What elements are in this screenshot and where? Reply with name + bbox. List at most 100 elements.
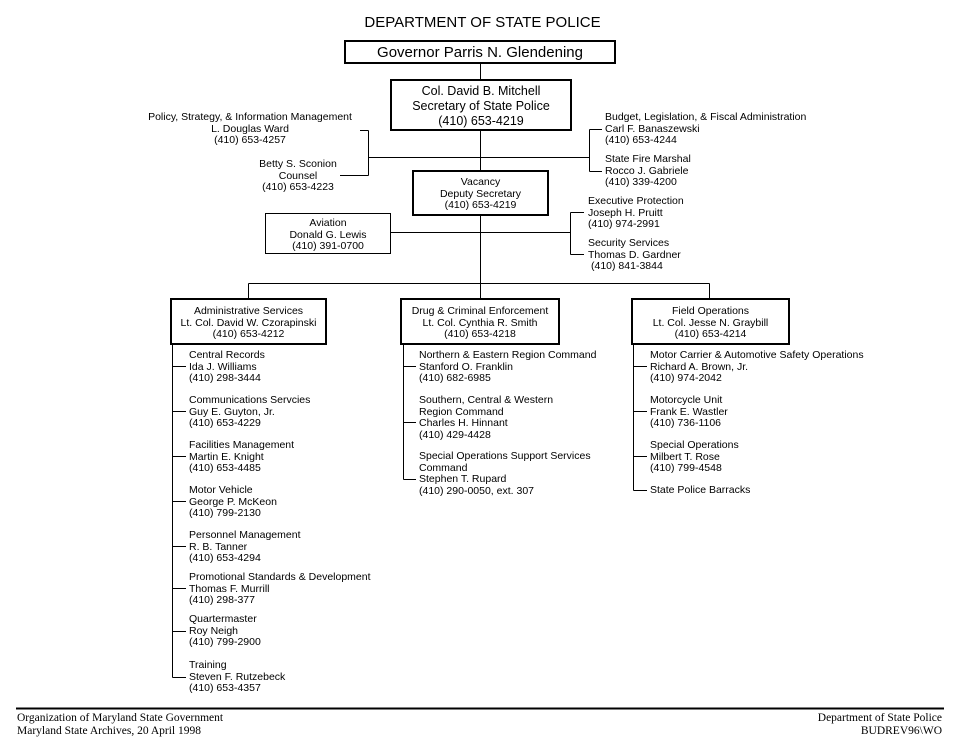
unit-name: Steven F. Rutzebeck <box>189 670 286 683</box>
security-title: Security Services <box>588 237 670 249</box>
drug-division-box: Drug & Criminal Enforcement Lt. Col. Cyn… <box>400 298 560 345</box>
footer-left: Organization of Maryland State Governmen… <box>17 712 223 738</box>
unit-name: Thomas F. Murrill <box>189 582 270 595</box>
page-title: DEPARTMENT OF STATE POLICE <box>364 14 601 31</box>
list-item: Promotional Standards & Development Thom… <box>189 571 371 607</box>
list-item: Training Steven F. Rutzebeck (410) 653-4… <box>189 659 286 695</box>
unit-phone: (410) 799-4548 <box>650 462 722 474</box>
unit-name: Charles H. Hinnant <box>419 417 508 429</box>
exec-protection-unit: Executive Protection Joseph H. Pruitt (4… <box>588 195 684 231</box>
unit-phone: (410) 974-2042 <box>650 372 722 384</box>
field-division-box: Field Operations Lt. Col. Jesse N. Grayb… <box>631 298 790 345</box>
list-item: Central Records Ida J. Williams (410) 29… <box>189 349 265 385</box>
unit-title: State Police Barracks <box>650 484 751 496</box>
counsel-unit: Betty S. Sconion Counsel (410) 653-4223 <box>240 158 356 194</box>
unit-phone: (410) 653-4294 <box>189 552 261 564</box>
unit-title-cont: Command <box>419 461 468 474</box>
budget-phone: (410) 653-4244 <box>605 134 677 146</box>
aviation-box: Aviation Donald G. Lewis (410) 391-0700 <box>265 213 391 254</box>
unit-title: Special Operations <box>650 439 739 451</box>
aviation-name: Donald G. Lewis <box>289 228 367 241</box>
unit-title: Communications Servcies <box>189 394 311 406</box>
list-item: Communications Servcies Guy E. Guyton, J… <box>189 394 311 430</box>
unit-name: Ida J. Williams <box>189 360 257 373</box>
deputy-box: Vacancy Deputy Secretary (410) 653-4219 <box>412 170 549 216</box>
unit-name: Guy E. Guyton, Jr. <box>189 405 275 418</box>
list-item: Motor Vehicle George P. McKeon (410) 799… <box>189 484 277 520</box>
unit-title: Motorcycle Unit <box>650 394 723 406</box>
unit-title: Facilities Management <box>189 439 295 451</box>
list-item: Southern, Central & Western Region Comma… <box>419 394 554 441</box>
secretary-box: Col. David B. Mitchell Secretary of Stat… <box>390 79 572 131</box>
admin-title: Administrative Services <box>193 305 304 317</box>
unit-title: Quartermaster <box>189 613 257 625</box>
list-item: Motor Carrier & Automotive Safety Operat… <box>650 349 864 385</box>
field-title: Field Operations <box>671 305 750 317</box>
unit-name: Martin E. Knight <box>189 450 264 463</box>
policy-phone: (410) 653-4257 <box>214 134 286 146</box>
unit-phone: (410) 298-3444 <box>189 372 261 384</box>
unit-phone: (410) 653-4229 <box>189 417 261 429</box>
footer-archive: Maryland State Archives, 20 April 1998 <box>17 725 201 737</box>
list-item: Special Operations Support Services Comm… <box>419 450 591 497</box>
policy-title: Policy, Strategy, & Information Manageme… <box>148 111 352 123</box>
admin-name: Lt. Col. David W. Czorapinski <box>180 316 317 329</box>
unit-name: Roy Neigh <box>189 624 239 637</box>
aviation-title: Aviation <box>309 217 347 229</box>
unit-phone: (410) 682-6985 <box>419 372 491 384</box>
list-item: Personnel Management R. B. Tanner (410) … <box>189 529 301 565</box>
unit-title: Motor Carrier & Automotive Safety Operat… <box>650 349 864 361</box>
footer-ref: BUDREV96\WO <box>860 725 942 737</box>
security-unit: Security Services Thomas D. Gardner (410… <box>588 237 681 273</box>
deputy-phone: (410) 653-4219 <box>444 199 517 211</box>
list-item: State Police Barracks <box>650 484 751 497</box>
counsel-name: Betty S. Sconion <box>259 158 337 170</box>
exec-protection-phone: (410) 974-2991 <box>588 218 660 230</box>
unit-phone: (410) 653-4485 <box>189 462 261 474</box>
unit-title: Training <box>189 659 227 671</box>
field-phone: (410) 653-4214 <box>674 328 747 340</box>
security-phone: (410) 841-3844 <box>591 260 663 272</box>
exec-protection-name: Joseph H. Pruitt <box>588 206 663 219</box>
deputy-title: Deputy Secretary <box>439 187 522 200</box>
unit-title: Northern & Eastern Region Command <box>419 349 597 361</box>
list-item: Northern & Eastern Region Command Stanfo… <box>419 349 597 385</box>
unit-title: Southern, Central & Western <box>419 394 554 406</box>
fire-marshal-phone: (410) 339-4200 <box>605 176 677 188</box>
unit-title: Motor Vehicle <box>189 484 253 496</box>
list-item: Facilities Management Martin E. Knight (… <box>189 439 295 475</box>
admin-division-box: Administrative Services Lt. Col. David W… <box>170 298 327 345</box>
drug-name: Lt. Col. Cynthia R. Smith <box>422 316 538 329</box>
counsel-phone: (410) 653-4223 <box>262 181 334 193</box>
unit-name: Milbert T. Rose <box>650 450 720 463</box>
budget-unit: Budget, Legislation, & Fiscal Administra… <box>605 111 806 147</box>
exec-protection-title: Executive Protection <box>588 195 684 207</box>
unit-title-cont: Region Command <box>419 405 504 418</box>
fire-marshal-unit: State Fire Marshal Rocco J. Gabriele (41… <box>605 153 691 189</box>
unit-title: Central Records <box>189 349 265 361</box>
unit-name: Frank E. Wastler <box>650 405 728 418</box>
unit-name: Stanford O. Franklin <box>419 360 513 373</box>
unit-title: Special Operations Support Services <box>419 450 591 462</box>
unit-title: Personnel Management <box>189 529 301 541</box>
unit-phone: (410) 799-2130 <box>189 507 261 519</box>
footer-dept: Department of State Police <box>817 712 942 724</box>
unit-title: Promotional Standards & Development <box>189 571 371 583</box>
unit-name: Richard A. Brown, Jr. <box>650 360 749 373</box>
aviation-phone: (410) 391-0700 <box>292 240 364 252</box>
unit-phone: (410) 653-4357 <box>189 682 261 694</box>
admin-phone: (410) 653-4212 <box>212 328 285 340</box>
unit-name: George P. McKeon <box>189 495 277 508</box>
deputy-name: Vacancy <box>460 176 501 188</box>
budget-name: Carl F. Banaszewski <box>605 122 700 135</box>
drug-phone: (410) 653-4218 <box>444 328 516 340</box>
drug-title: Drug & Criminal Enforcement <box>411 305 549 317</box>
unit-phone: (410) 736-1106 <box>650 417 722 429</box>
unit-phone: (410) 290-0050, ext. 307 <box>419 484 534 497</box>
unit-name: R. B. Tanner <box>189 540 248 553</box>
list-item: Quartermaster Roy Neigh (410) 799-2900 <box>189 613 261 649</box>
list-item: Special Operations Milbert T. Rose (410)… <box>650 439 739 475</box>
fire-marshal-title: State Fire Marshal <box>605 153 691 165</box>
security-name: Thomas D. Gardner <box>588 248 681 261</box>
